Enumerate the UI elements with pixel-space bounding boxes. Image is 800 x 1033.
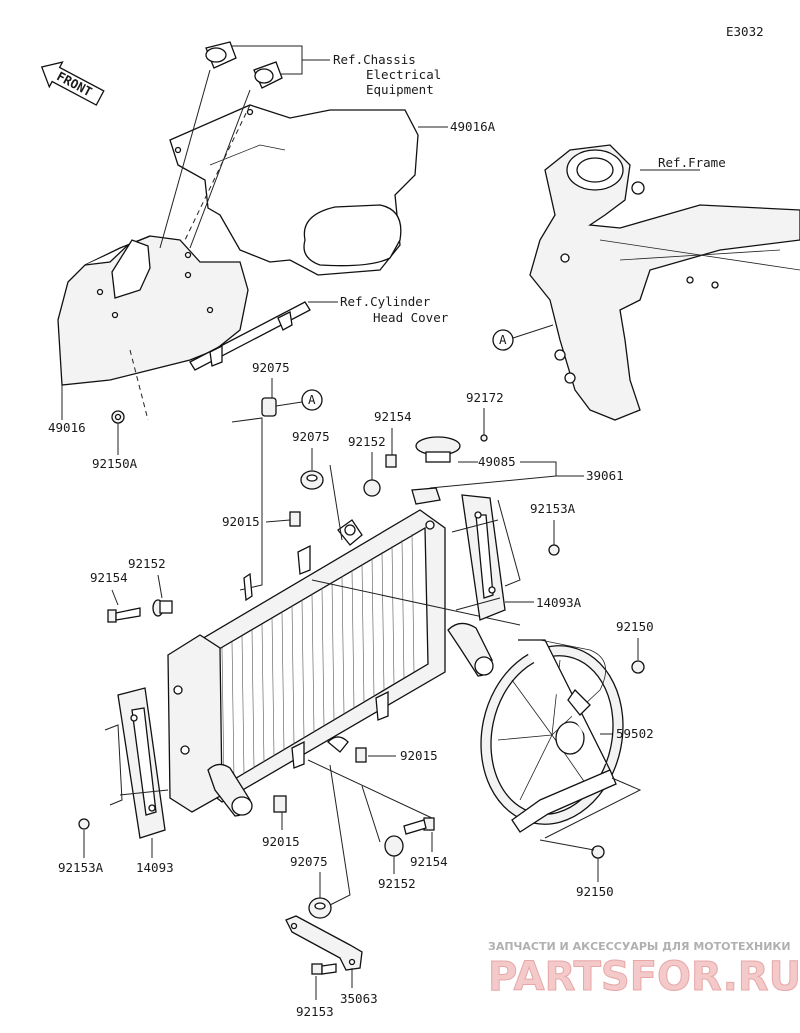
label-14093: 14093 <box>136 860 174 875</box>
label-92150A: 92150A <box>92 456 138 471</box>
label-39061: 39061 <box>586 468 624 483</box>
label-49016: 49016 <box>48 420 86 435</box>
marker-a-grommet <box>301 389 323 411</box>
bracket-35063 <box>285 915 363 971</box>
label-92075-top: 92075 <box>252 360 290 375</box>
grommet-92075-mid <box>300 470 324 490</box>
ref-cylinder-line1: Ref.Cylinder <box>340 294 431 309</box>
label-92153A-left: 92153A <box>58 860 104 875</box>
ref-chassis-line1: Ref.Chassis <box>333 52 416 67</box>
cylinder-head-bracket <box>189 301 311 371</box>
marker-a-frame-text: A <box>499 332 507 347</box>
label-92152-top: 92152 <box>348 434 386 449</box>
grommet-92075-top <box>261 397 277 417</box>
bolt-92154-top <box>385 454 397 468</box>
label-92075-bottom: 92075 <box>290 854 328 869</box>
connector-lower <box>253 61 283 89</box>
ref-cylinder-line2: Head Cover <box>373 310 449 325</box>
shroud-49016 <box>57 235 249 386</box>
collar-92152-left <box>152 599 173 617</box>
ref-frame-label: Ref.Frame <box>658 155 726 170</box>
label-49016A: 49016A <box>450 119 496 134</box>
clip-92015-bottom <box>273 795 287 813</box>
collar-92152-bottom <box>384 835 404 857</box>
collar-92152-top <box>363 479 381 497</box>
bolt-92154-left <box>107 607 141 623</box>
label-92154-bottom: 92154 <box>410 854 448 869</box>
label-49085: 49085 <box>478 454 516 469</box>
ref-chassis-line2: Electrical <box>366 67 441 82</box>
marker-a-grommet-text: A <box>308 392 316 407</box>
label-92152-bottom: 92152 <box>378 876 416 891</box>
bracket-14093A <box>461 494 506 621</box>
label-92075-mid: 92075 <box>292 429 330 444</box>
screw-92172 <box>480 434 488 442</box>
label-92154-left: 92154 <box>90 570 128 585</box>
radiator-cap-49085 <box>415 436 461 463</box>
label-35063: 35063 <box>340 991 378 1006</box>
label-92153: 92153 <box>296 1004 334 1019</box>
bolt-92150A <box>111 410 125 424</box>
label-92015-top: 92015 <box>222 514 260 529</box>
shroud-49016A <box>169 104 419 276</box>
label-92015-right: 92015 <box>400 748 438 763</box>
bolt-92153 <box>311 963 337 975</box>
bolt-92153A-right <box>548 544 560 556</box>
bracket-14093 <box>117 687 166 839</box>
label-92172: 92172 <box>466 390 504 405</box>
label-92015-bottom: 92015 <box>262 834 300 849</box>
frame-assembly <box>529 144 800 421</box>
connector-upper <box>205 41 237 69</box>
watermark-brand: PARTSFOR.RU <box>488 954 800 1000</box>
clip-92015-top <box>289 511 301 527</box>
label-92152-left: 92152 <box>128 556 166 571</box>
label-59502: 59502 <box>616 726 654 741</box>
label-92154-top: 92154 <box>374 409 412 424</box>
marker-a-frame <box>492 329 514 351</box>
front-label: FRONT <box>54 68 94 99</box>
grommet-92075-bottom <box>308 897 332 919</box>
bolt-92150-top <box>631 660 645 674</box>
label-14093A: 14093A <box>536 595 582 610</box>
bolt-92153A-left <box>78 818 90 830</box>
label-92153A-right: 92153A <box>530 501 576 516</box>
ref-chassis-line3: Equipment <box>366 82 434 97</box>
bolt-92154-bottom <box>403 817 435 835</box>
fan-59502 <box>480 639 624 833</box>
clip-92015-right <box>355 747 367 763</box>
label-92150-bottom: 92150 <box>576 884 614 899</box>
bolt-92150-bottom <box>591 845 605 859</box>
front-arrow-icon: FRONT <box>40 61 105 106</box>
watermark-tagline: ЗАПЧАСТИ И АКСЕССУАРЫ ДЛЯ МОТОТЕХНИКИ <box>488 940 791 953</box>
diagram-code: E3032 <box>726 24 764 39</box>
label-92150-top: 92150 <box>616 619 654 634</box>
